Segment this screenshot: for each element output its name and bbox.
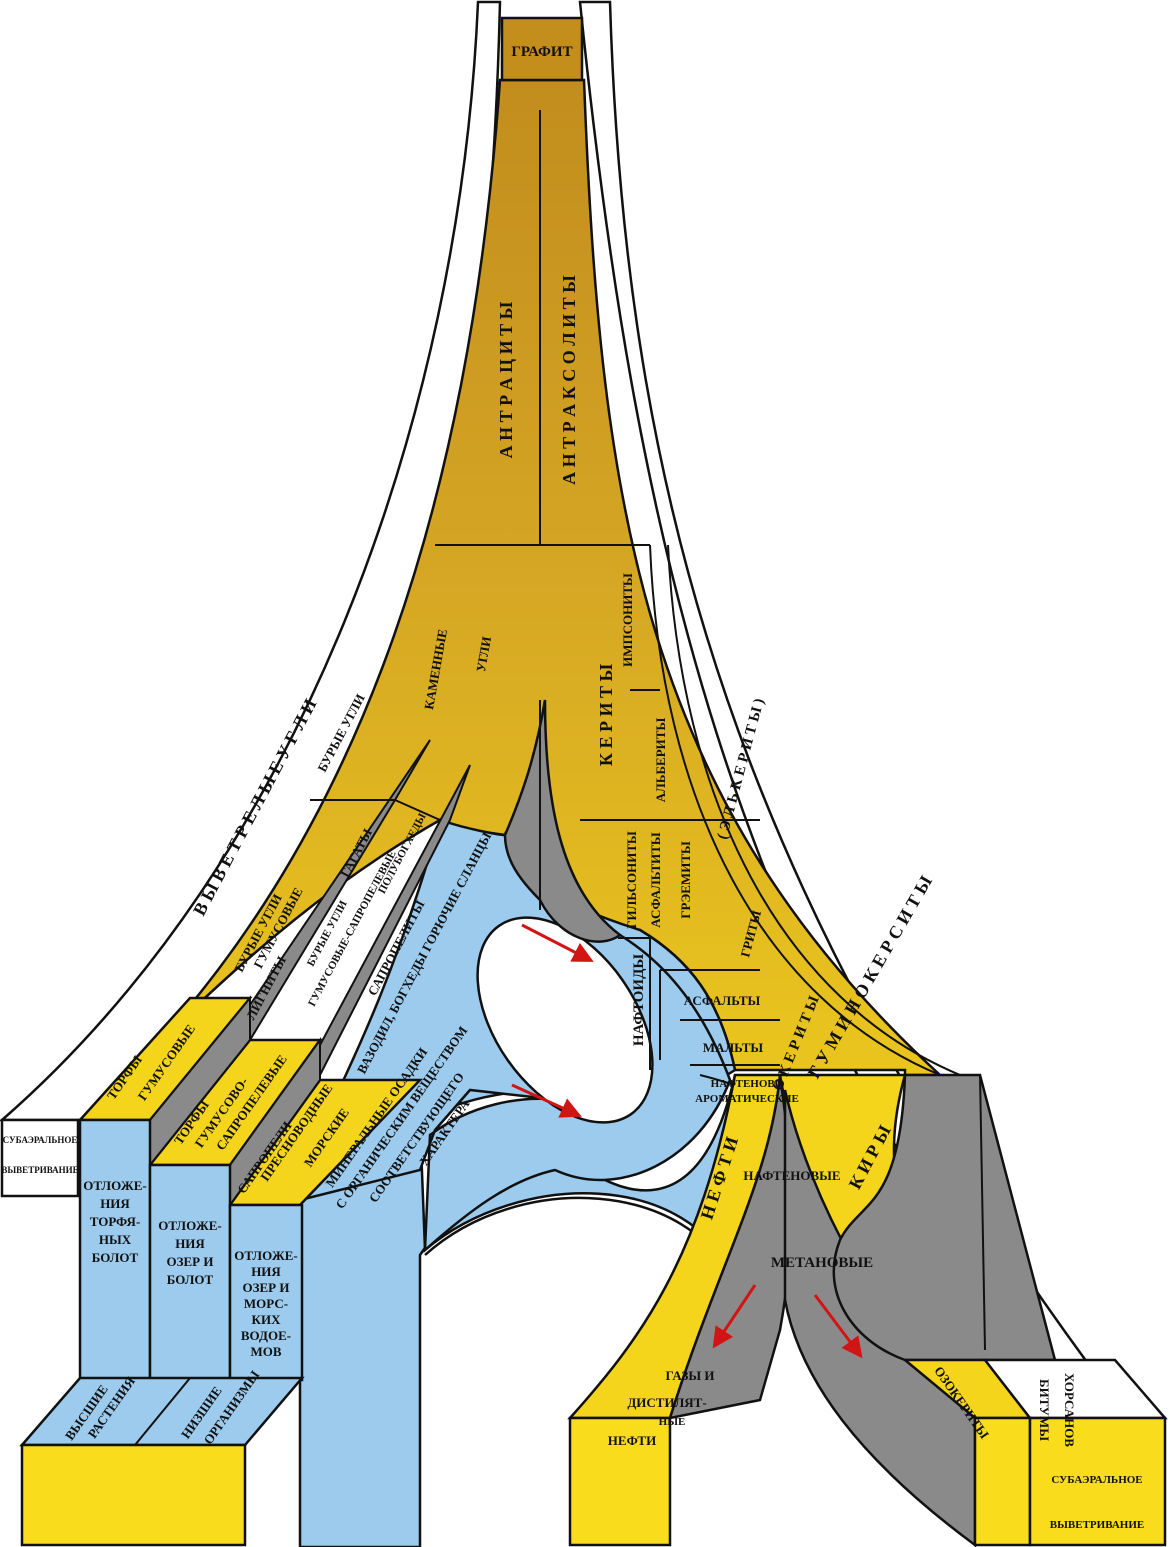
graphite-box (500, 16, 584, 82)
label-ugli: УГЛИ (473, 635, 494, 673)
label-metanovye: МЕТАНОВЫЕ (771, 1255, 873, 1271)
otl-torf-line: НИЯ (100, 1196, 130, 1211)
otl-torf-text: ОТЛОЖЕ- НИЯ ТОРФЯ- НЫХ БОЛОТ (83, 1178, 146, 1265)
otl-ozer-line: ОТЛОЖЕ- (158, 1218, 221, 1233)
flow-arrow-3 (712, 1284, 757, 1349)
flow-arrow-2 (511, 1083, 582, 1118)
label-gryemity: ГРЭЕМИТЫ (678, 841, 693, 919)
label-gazy-4: НЕФТИ (608, 1433, 656, 1448)
label-naft-arom-1: НАФТЕНОВО (711, 1078, 784, 1090)
otl-more-line: МОВ (250, 1344, 281, 1359)
otl-more-line: КИХ (252, 1312, 282, 1327)
otl-ozer-line: БОЛОТ (167, 1272, 214, 1287)
label-subaeral-right-1: СУБАЭРАЛЬНОЕ (1051, 1474, 1142, 1486)
label-gazy-3: НЫЕ (659, 1416, 686, 1428)
label-gazy-2: ДИСТИЛЯТ- (627, 1395, 706, 1410)
right-gray-lobe (832, 1073, 1057, 1362)
subaerial-right-box (1028, 1416, 1167, 1547)
otl-ozer-line: ОЗЕР И (167, 1254, 214, 1269)
label-asfalty: АСФАЛЬТЫ (684, 993, 761, 1008)
left-base-block (20, 1443, 247, 1547)
otl-torf-line: БОЛОТ (92, 1250, 139, 1265)
label-asfaltity: АСФАЛЬТИТЫ (648, 832, 663, 928)
label-kerity: К Е Р И Т Ы (596, 664, 616, 767)
otl-ozer-text: ОТЛОЖЕ- НИЯ ОЗЕР И БОЛОТ (158, 1218, 221, 1287)
label-antraksolity: А Н Т Р А К С О Л И Т Ы (559, 275, 579, 485)
label-impsonity: ИМПСОНИТЫ (620, 573, 635, 667)
label-albertity: АЛЬБЕРИТЫ (653, 718, 668, 803)
otl-more-line: ВОДОЕ- (241, 1328, 291, 1343)
label-subaeral-left-2: ВЫВЕТРИВАНИЕ (1, 1165, 78, 1175)
label-naftenovye: НАФТЕНОВЫЕ (743, 1168, 840, 1183)
label-subaeral-right-2: ВЫВЕТРИВАНИЕ (1050, 1519, 1144, 1531)
flow-arrow-4 (813, 1294, 863, 1359)
label-gazy-1: ГАЗЫ И (666, 1368, 715, 1383)
label-naftoidy: НАФТОИДЫ (631, 954, 647, 1047)
label-bitumy-1: БИТУМЫ (1037, 1379, 1052, 1441)
otl-torf-line: НЫХ (99, 1232, 132, 1247)
label-antratsity: А Н Т Р А Ц И Т Ы (496, 301, 516, 458)
otl-ozer-line: НИЯ (175, 1236, 205, 1251)
mineral-ellipse-hole (476, 916, 654, 1124)
label-malty: МАЛЬТЫ (703, 1040, 764, 1055)
subaerial-left-box (0, 1118, 80, 1198)
label-subaeral-left-1: СУБАЭРАЛЬНОЕ (3, 1135, 78, 1145)
sea-deposits-column (228, 1203, 304, 1382)
otl-more-line: НИЯ (251, 1264, 281, 1279)
lake-deposits-column (148, 1163, 232, 1382)
otl-more-text: ОТЛОЖЕ- НИЯ ОЗЕР И МОРС- КИХ ВОДОЕ- МОВ (234, 1248, 297, 1359)
label-naft-arom-2: АРОМАТИЧЕСКИЕ (695, 1093, 799, 1105)
otl-more-line: МОРС- (244, 1296, 288, 1311)
flow-arrow-1 (521, 923, 594, 962)
label-bitumy-2: ХОРСАНОВ (1062, 1373, 1077, 1447)
label-gilsonity: ГИЛЬСОНИТЫ (624, 831, 639, 929)
label-grafit: ГРАФИТ (511, 44, 572, 60)
otl-torf-line: ТОРФЯ- (90, 1214, 141, 1229)
ozokerite-base-block (973, 1416, 1032, 1547)
central-gray-wedge (503, 699, 623, 943)
otl-more-line: ОЗЕР И (243, 1280, 290, 1295)
gas-base-block (568, 1416, 672, 1547)
otl-torf-line: ОТЛОЖЕ- (83, 1178, 146, 1193)
otl-more-line: ОТЛОЖЕ- (234, 1248, 297, 1263)
